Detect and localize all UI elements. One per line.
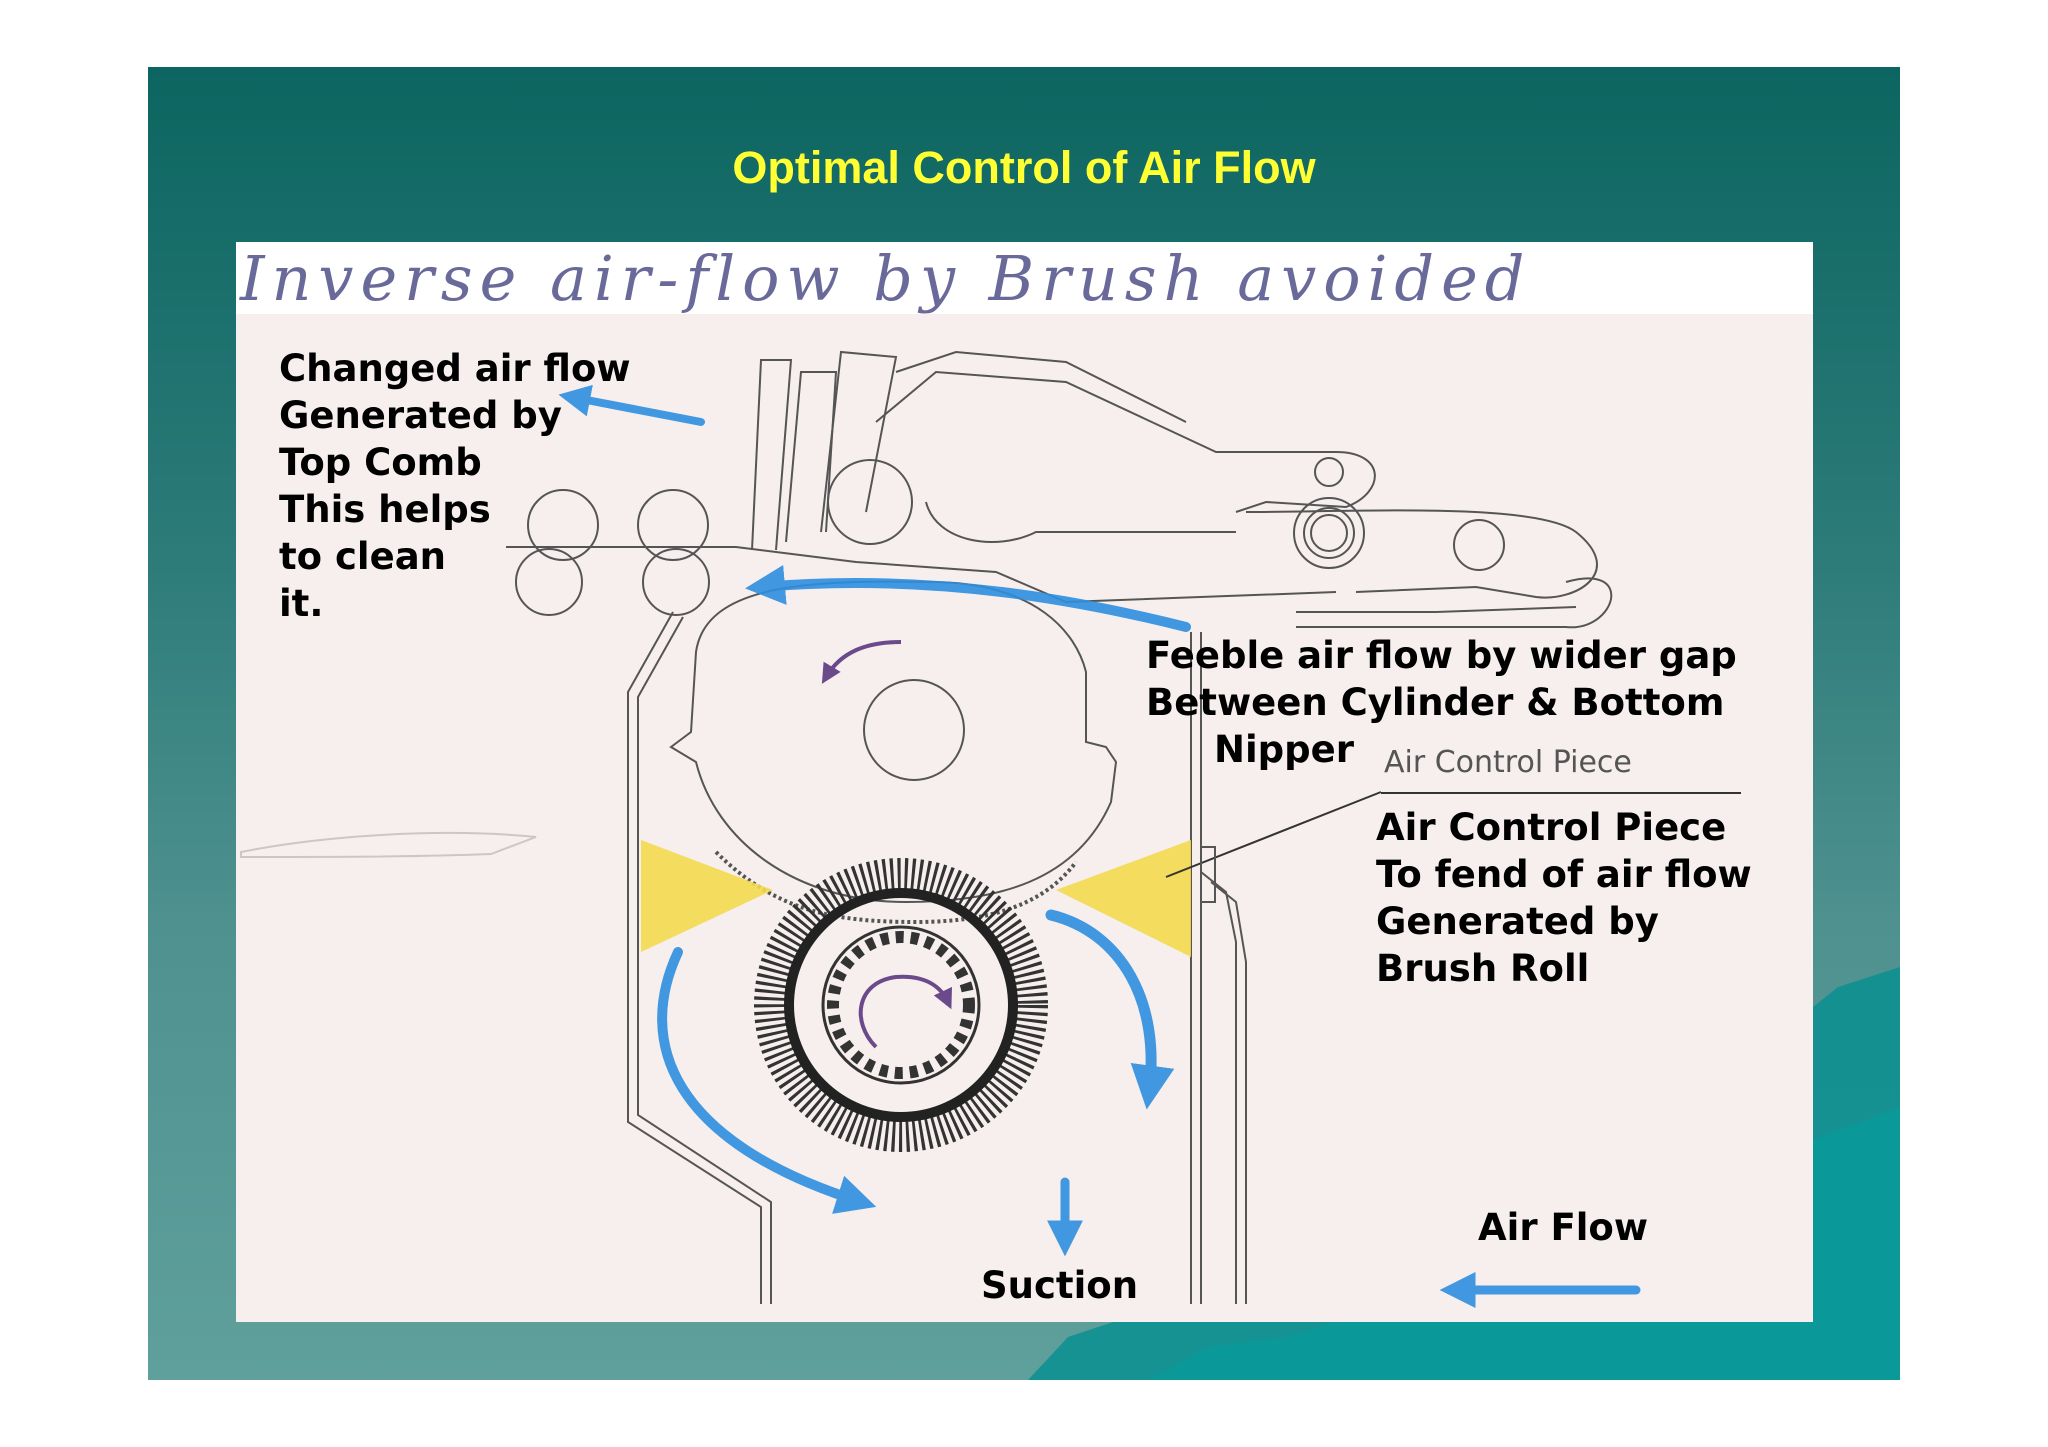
handwritten-title: Inverse air-flow by Brush avoided bbox=[240, 242, 1532, 315]
air-control-piece-left bbox=[641, 840, 773, 952]
air-control-note-line: Brush Roll bbox=[1376, 947, 1590, 990]
brush-rotation-arrow bbox=[858, 974, 952, 1049]
top-comb-note: Changed air flow Generated by Top Comb T… bbox=[279, 345, 631, 627]
suction-label: Suction bbox=[981, 1264, 1139, 1307]
cylinder-rotation-arrow bbox=[821, 640, 902, 684]
top-comb-note-line: to clean bbox=[279, 535, 447, 578]
background-sketch bbox=[240, 831, 537, 859]
housing-walls bbox=[627, 611, 1247, 1304]
air-flow-legend-label: Air Flow bbox=[1478, 1206, 1649, 1249]
airflow-diagram: Inverse air-flow by Brush avoided bbox=[236, 242, 1813, 1322]
top-comb-note-line: Top Comb bbox=[279, 441, 482, 484]
slide-title: Optimal Control of Air Flow bbox=[732, 142, 1316, 193]
control-piece-bracket bbox=[1200, 846, 1216, 903]
air-control-note-line: To fend of air flow bbox=[1376, 853, 1752, 896]
air-control-note-line: Air Control Piece bbox=[1376, 806, 1727, 849]
air-control-piece-pointer bbox=[1165, 791, 1382, 878]
comber-schematic bbox=[240, 350, 1641, 1308]
air-control-note-line: Generated by bbox=[1376, 900, 1659, 943]
air-flow-arrows bbox=[558, 384, 1641, 1308]
air-control-piece-note: Air Control Piece To fend of air flow Ge… bbox=[1376, 804, 1752, 992]
top-comb-note-line: This helps bbox=[279, 488, 491, 531]
feeble-note-line: Nipper bbox=[1214, 728, 1354, 771]
combing-cylinder bbox=[669, 580, 1118, 925]
nipper-assembly bbox=[506, 350, 1613, 629]
feeble-note-line: Feeble air flow by wider gap bbox=[1146, 634, 1737, 677]
rollers bbox=[515, 457, 1505, 616]
air-control-piece-right bbox=[1056, 840, 1191, 957]
top-comb-note-line: it. bbox=[279, 582, 324, 625]
feeble-airflow-note: Feeble air flow by wider gap Between Cyl… bbox=[1146, 632, 1737, 773]
slide: Optimal Control of Air Flow Inverse air-… bbox=[148, 67, 1900, 1380]
handwritten-title-strip: Inverse air-flow by Brush avoided bbox=[236, 242, 1813, 315]
feeble-note-line: Between Cylinder & Bottom bbox=[1146, 681, 1725, 724]
brush-roll bbox=[754, 858, 1048, 1152]
top-comb-note-line: Changed air flow bbox=[279, 347, 631, 390]
caption-underline bbox=[1381, 792, 1741, 794]
air-control-piece-caption: Air Control Piece bbox=[1384, 745, 1632, 780]
top-comb-note-line: Generated by bbox=[279, 394, 562, 437]
